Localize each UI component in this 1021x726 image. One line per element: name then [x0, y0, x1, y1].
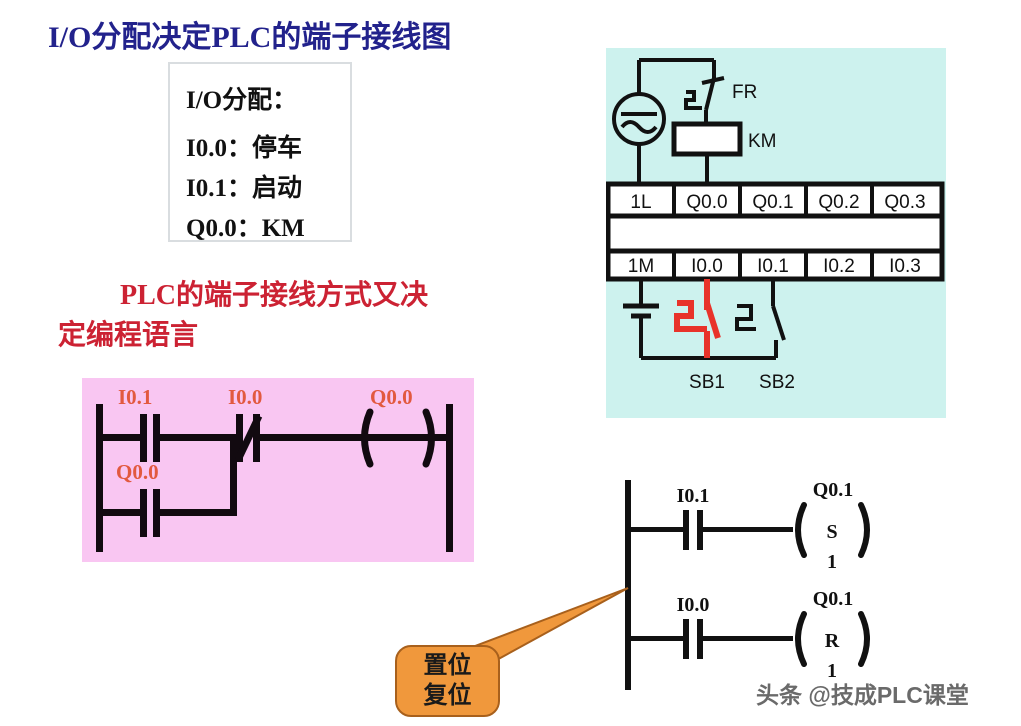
- coil-s-address: Q0.1: [813, 479, 854, 501]
- ac-source-sine: [620, 120, 658, 134]
- coil-q00-left-paren: [361, 408, 374, 468]
- callout-box[interactable]: 置位 复位: [395, 645, 500, 717]
- contact-i00-bar-left: [236, 414, 243, 462]
- contact-i00-slash: [234, 414, 263, 462]
- ladder-setreset-svg: I0.1 Q0.1 S 1 I0.0 Q0.1 R 1: [625, 479, 870, 690]
- ladder-diagram-main: I0.1 Q0.0 I0.0 Q0.0: [82, 378, 474, 562]
- coil-q00-label: Q0.0: [370, 385, 413, 409]
- io-allocation-box: I/O分配： I0.0：停车 I0.1：启动 Q0.0：KM: [168, 62, 352, 242]
- coil-r-count: 1: [827, 660, 837, 682]
- coil-r-left-paren: [795, 611, 807, 667]
- km-coil-icon: [671, 121, 743, 157]
- fr-contact-blade: [704, 77, 716, 111]
- contact-i00-bar-right: [253, 414, 260, 462]
- contact-q00-bar-right: [153, 489, 160, 537]
- km-label: KM: [748, 131, 777, 152]
- rung-s-contact-bar-left: [683, 510, 689, 550]
- contact-i01-label: I0.1: [118, 385, 152, 409]
- terminal-input-1: I0.0: [691, 256, 723, 277]
- rung-s-contact-label: I0.1: [677, 485, 710, 507]
- red-subheading-line-1: PLC的端子接线方式又决: [120, 280, 429, 311]
- branch-vertical-wire: [230, 434, 237, 516]
- sb1-actuator-icon: [674, 300, 707, 332]
- contact-i01-bar-right: [153, 414, 160, 462]
- terminal-input-0: 1M: [628, 256, 654, 277]
- terminal-output-0: 1L: [630, 192, 651, 213]
- page-title: I/O分配决定PLC的端子接线图: [48, 21, 452, 54]
- ladder-main-svg: I0.1 Q0.0 I0.0 Q0.0: [96, 385, 453, 552]
- rung1-wire-left: [96, 434, 140, 441]
- watermark-text: 头条 @技成PLC课堂: [756, 682, 969, 708]
- branch-wire-left: [96, 509, 140, 516]
- coil-r-right-paren: [858, 611, 870, 667]
- red-subheading: PLC的端子接线方式又决 定编程语言: [58, 276, 528, 356]
- io-allocation-row-1: I0.1：启动: [186, 175, 302, 202]
- fr-contact-bar: [701, 76, 725, 85]
- rung-s-wire-right: [703, 527, 793, 532]
- red-subheading-line-2: 定编程语言: [58, 320, 199, 351]
- plc-wiring-panel: FR KM 1L Q0.0 Q0.1 Q0: [606, 48, 946, 418]
- rung-r-wire-left: [625, 636, 683, 641]
- terminal-input-4: I0.3: [889, 256, 921, 277]
- io-allocation-row-0: I0.0：停车: [186, 135, 302, 162]
- coil-s-right-paren: [858, 502, 870, 558]
- rung1-wire-mid: [160, 434, 236, 441]
- setreset-left-rail: [625, 480, 631, 690]
- sb1-label: SB1: [689, 372, 725, 393]
- ac-source-icon: [612, 92, 666, 146]
- fr-label: FR: [732, 82, 757, 103]
- plc-body: [606, 181, 945, 282]
- rung-r-wire-right: [703, 636, 793, 641]
- rung-r-contact-label: I0.0: [677, 594, 710, 616]
- io-allocation-heading: I/O分配：: [186, 87, 298, 114]
- ladder-diagram-setreset: I0.1 Q0.1 S 1 I0.0 Q0.1 R 1: [608, 470, 908, 720]
- coil-r-address: Q0.1: [813, 588, 854, 610]
- right-power-rail: [446, 404, 453, 552]
- io-allocation-row-2: Q0.0：KM: [186, 215, 305, 242]
- callout-line-2: 复位: [423, 683, 472, 709]
- terminal-output-2: Q0.1: [752, 192, 793, 213]
- rung1-wire-right: [260, 434, 446, 441]
- coil-r-letter: R: [825, 630, 840, 652]
- rung-r-contact-bar-right: [697, 619, 703, 659]
- branch-wire-right: [160, 509, 236, 516]
- terminal-output-3: Q0.2: [818, 192, 859, 213]
- fr-heater-icon: [684, 90, 702, 110]
- terminal-output-4: Q0.3: [884, 192, 925, 213]
- rung-r-contact-bar-left: [683, 619, 689, 659]
- coil-s-count: 1: [827, 551, 837, 573]
- coil-q00-right-paren: [422, 408, 435, 468]
- rung-s-wire-left: [625, 527, 683, 532]
- coil-s-left-paren: [795, 502, 807, 558]
- contact-q00-bar-left: [140, 489, 147, 537]
- sb2-actuator-icon: [735, 304, 756, 331]
- coil-s-letter: S: [826, 521, 837, 543]
- contact-i00-label: I0.0: [228, 385, 262, 409]
- terminal-input-3: I0.2: [823, 256, 855, 277]
- sb1-blade: [704, 302, 721, 339]
- terminal-output-1: Q0.0: [686, 192, 727, 213]
- terminal-input-2: I0.1: [757, 256, 789, 277]
- plc-wiring-svg: FR KM 1L Q0.0 Q0.1 Q0: [606, 58, 945, 393]
- sb2-label: SB2: [759, 372, 795, 393]
- sb2-blade: [771, 305, 786, 341]
- rung-s-contact-bar-right: [697, 510, 703, 550]
- left-power-rail: [96, 404, 103, 552]
- callout-line-1: 置位: [423, 653, 472, 679]
- contact-q00-label: Q0.0: [116, 460, 159, 484]
- contact-i01-bar-left: [140, 414, 147, 462]
